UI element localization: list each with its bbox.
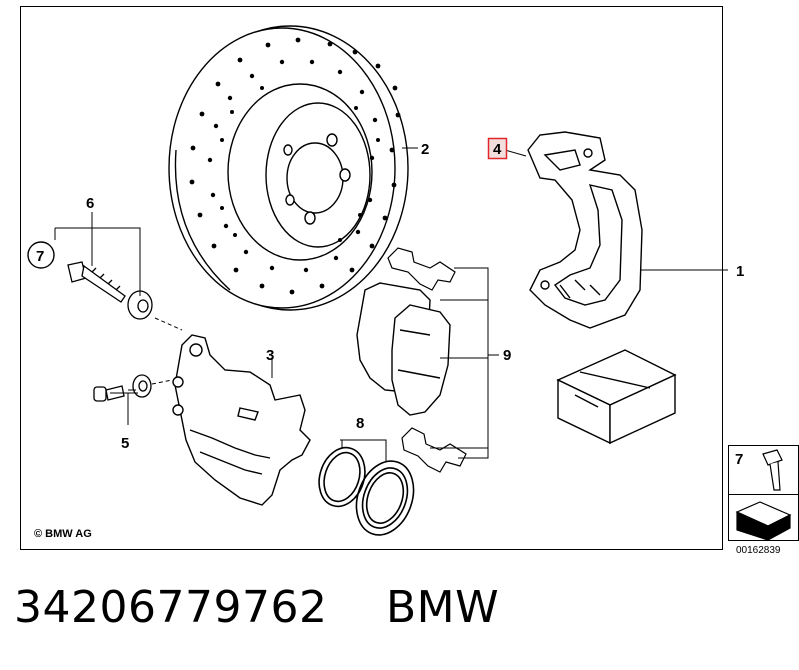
callout-1: 1: [736, 263, 744, 280]
part-number-footer: 34206779762 BMW: [14, 582, 499, 633]
callout-4-highlight-box: [487, 137, 508, 160]
pad-clip-top[interactable]: [387, 247, 456, 291]
callout-7-circle: [27, 241, 55, 269]
callout-6: 6: [86, 195, 94, 212]
brake-disc[interactable]: [168, 25, 409, 311]
parts-diagram: 1 2 4 3 9 8 5 6 7 © BMW AG 7 00162839: [20, 6, 799, 556]
callout-3: 3: [266, 347, 274, 364]
disc-holes: [189, 37, 401, 295]
diagram-id: 00162839: [736, 545, 781, 556]
callout-7: 7: [36, 248, 44, 265]
part-number: 34206779762: [14, 582, 328, 633]
legend-bolt-icon: [762, 449, 783, 491]
callout-9: 9: [503, 347, 511, 364]
brake-pads[interactable]: [356, 282, 451, 416]
brand-name: BMW: [385, 582, 500, 633]
dust-cap[interactable]: [132, 374, 152, 398]
pad-clip-bottom[interactable]: [401, 427, 467, 473]
callout-5: 5: [121, 435, 129, 452]
diagram-frame: [20, 6, 723, 550]
repair-kit-box[interactable]: [556, 349, 677, 445]
callout-2: 2: [421, 141, 429, 158]
legend-number: 7: [735, 451, 743, 468]
guide-bolt[interactable]: [67, 261, 126, 303]
caliper-carrier[interactable]: [527, 131, 643, 329]
caliper-housing[interactable]: [172, 334, 311, 506]
seal-ring-small[interactable]: [312, 442, 372, 513]
seal-ring-large[interactable]: [347, 453, 424, 543]
copyright-text: © BMW AG: [34, 528, 92, 540]
legend-panel: 7 00162839: [728, 445, 799, 556]
callout-8: 8: [356, 415, 364, 432]
legend-arrow-icon: [735, 501, 792, 542]
leader-lines: [54, 147, 728, 462]
callout-4: 4: [493, 141, 502, 158]
